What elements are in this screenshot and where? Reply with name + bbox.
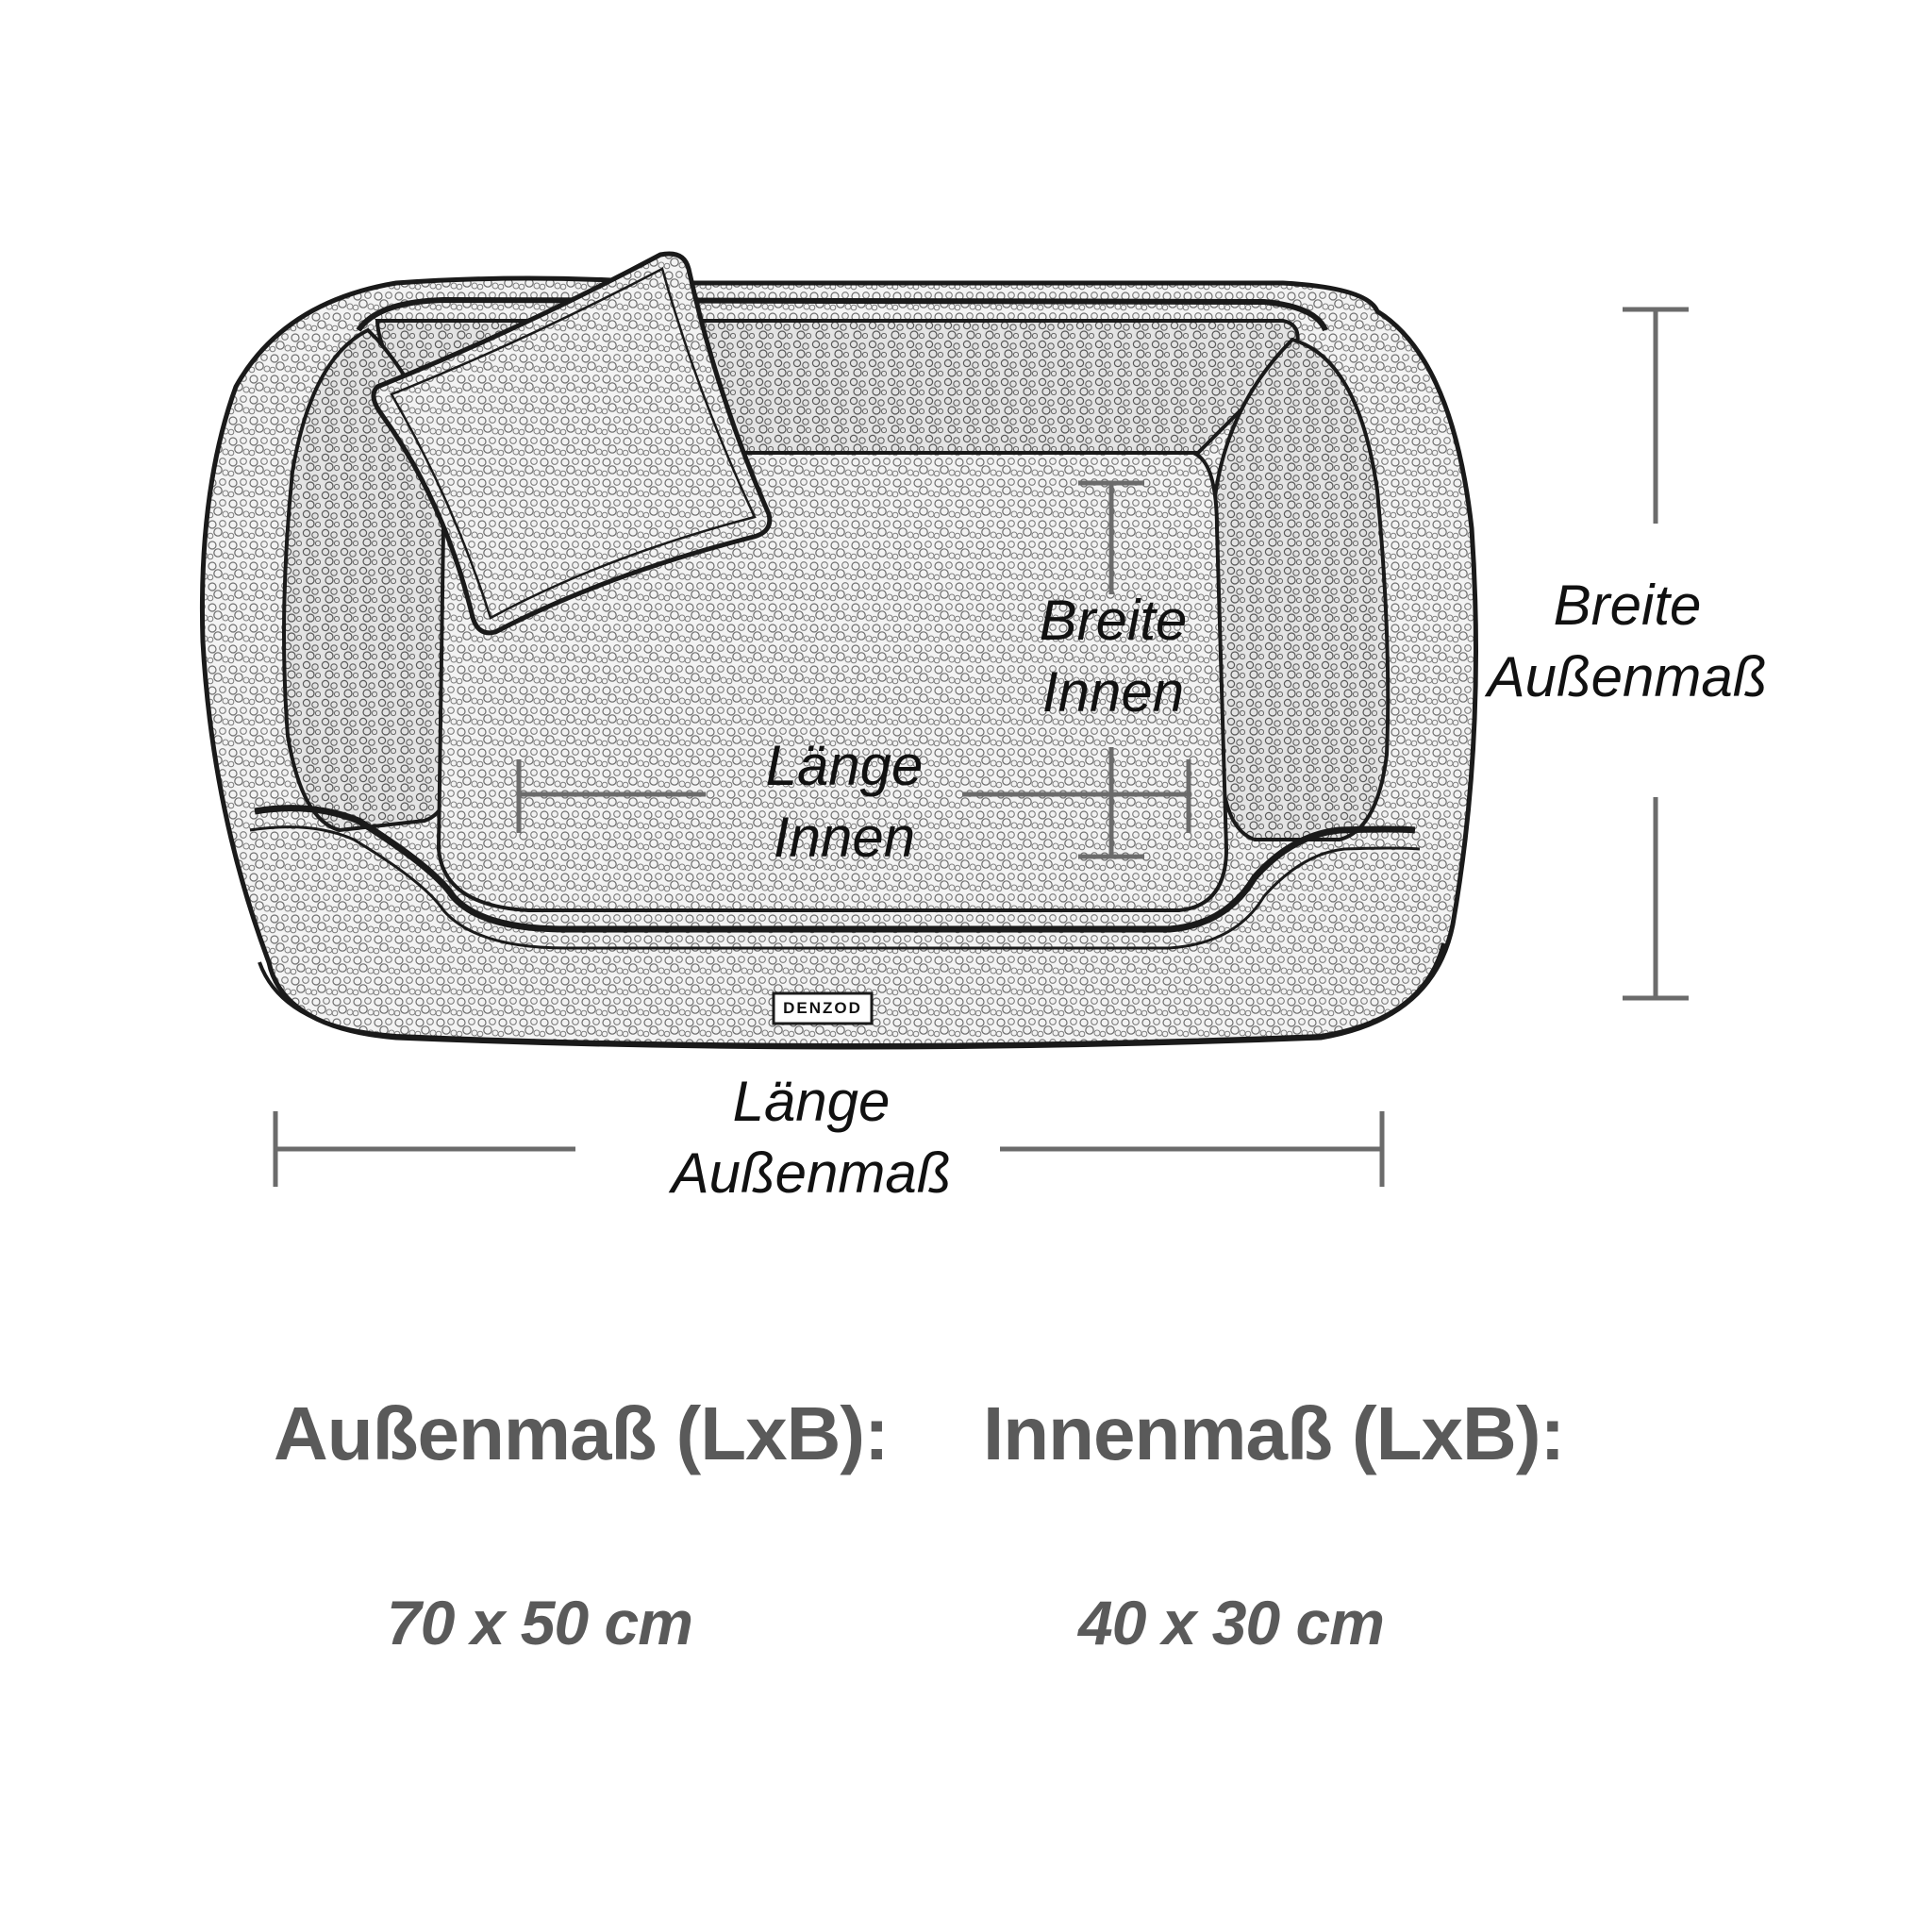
outer-length-dimension-line xyxy=(273,1111,1385,1187)
inner-length-label: Länge Innen xyxy=(765,734,924,869)
inner-width-dimension-line xyxy=(1078,480,1144,859)
outer-length-label: Länge Außenmaß xyxy=(671,1070,952,1205)
pillow xyxy=(371,251,773,636)
inner-width-label: Breite Innen xyxy=(1039,589,1188,724)
bed-front-rim xyxy=(254,805,1416,933)
brand-tag-text: DENZOD xyxy=(783,999,862,1017)
brand-tag xyxy=(772,991,874,1025)
outer-dimension-value: 70 x 50 cm xyxy=(387,1588,693,1657)
inner-dimension-value: 40 x 30 cm xyxy=(1078,1588,1385,1657)
outer-width-label: Breite Außenmaß xyxy=(1487,574,1768,708)
bed-back-rim xyxy=(356,296,1328,332)
inner-dimension-header: Innenmaß (LxB): xyxy=(983,1391,1565,1475)
bed-right-bolster xyxy=(1209,337,1391,841)
outer-dimension-header: Außenmaß (LxB): xyxy=(274,1391,890,1475)
inner-length-dimension-line xyxy=(516,759,1191,833)
outer-width-dimension-line xyxy=(1623,307,1689,1001)
